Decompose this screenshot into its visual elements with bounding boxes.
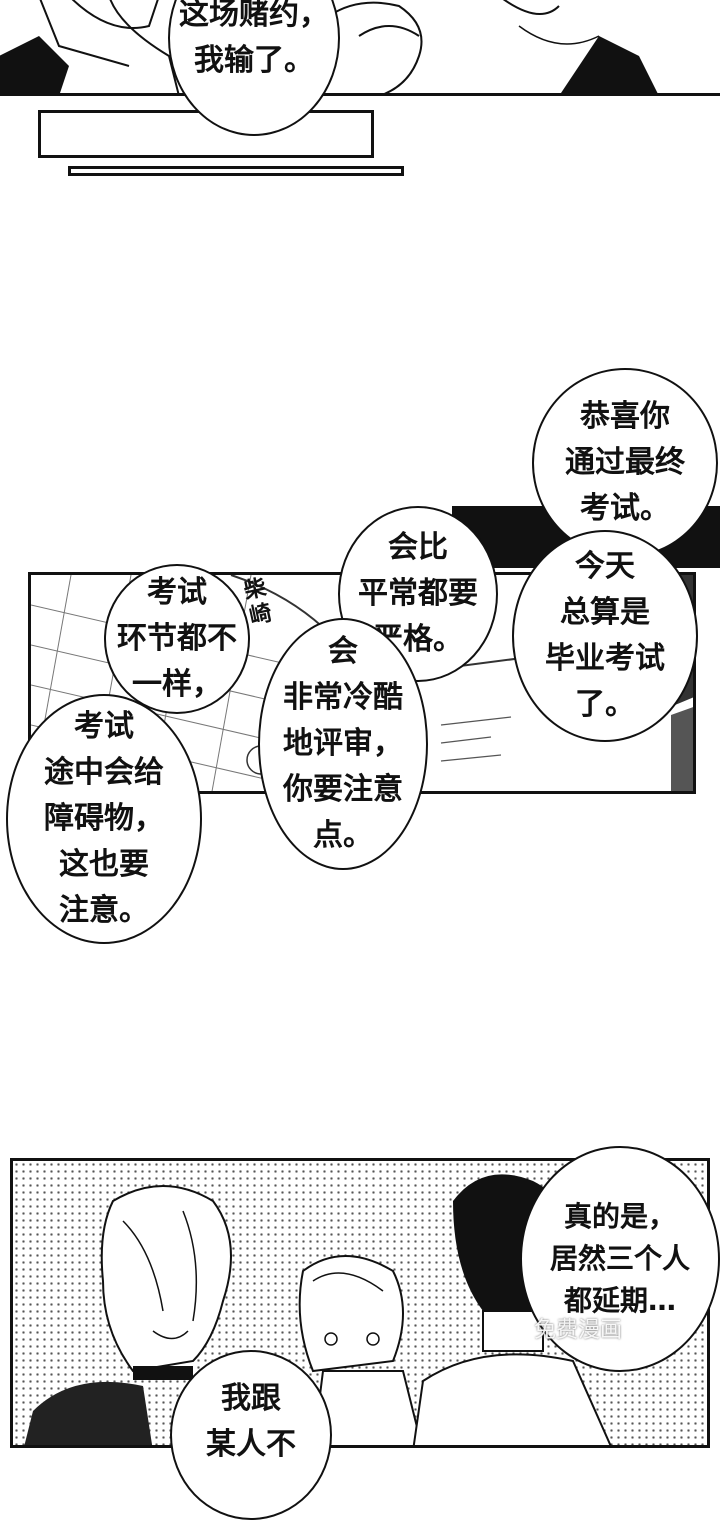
speech-text: 恭喜你 通过最终 考试。 [565,399,685,526]
speech-bubble-me-with: 我跟 某人不 [170,1350,332,1520]
watermark-text: 免费漫画 [534,1318,623,1343]
speech-bubble-different-sections: 考试 环节都不 一样， [104,564,250,714]
panel-top [0,0,720,96]
speech-text: 考试 途中会给 障碍物， 这也要 注意。 [44,709,164,928]
speech-bubble-harsh-review: 会 非常冷酷 地评审， 你要注意 点。 [258,618,428,870]
speech-text: 这场赌约， 我输了。 [179,0,329,78]
speech-bubble-graduation-exam: 今天 总算是 毕业考试 了。 [512,530,698,742]
speech-text: 会比 平常都要 严格。 [358,530,478,657]
speech-text: 我跟 某人不 [206,1381,296,1462]
speech-bubble-stricter: 会比 平常都要 严格。 [338,506,498,682]
speech-bubble-congrats: 恭喜你 通过最终 考试。 [532,368,718,558]
speech-text: 考试 环节都不 一样， [117,575,237,702]
speech-text: 会 非常冷酷 地评审， 你要注意 点。 [283,634,403,853]
speech-bubble-all-delayed: 真的是， 居然三个人 都延期… [520,1146,720,1372]
caption-bar-thin [68,166,404,176]
panel-top-art [0,0,658,93]
speech-bubble-obstacles: 考试 途中会给 障碍物， 这也要 注意。 [6,694,202,944]
speech-text: 真的是， 居然三个人 都延期… [549,1200,690,1317]
speech-text: 今天 总算是 毕业考试 了。 [545,549,665,722]
